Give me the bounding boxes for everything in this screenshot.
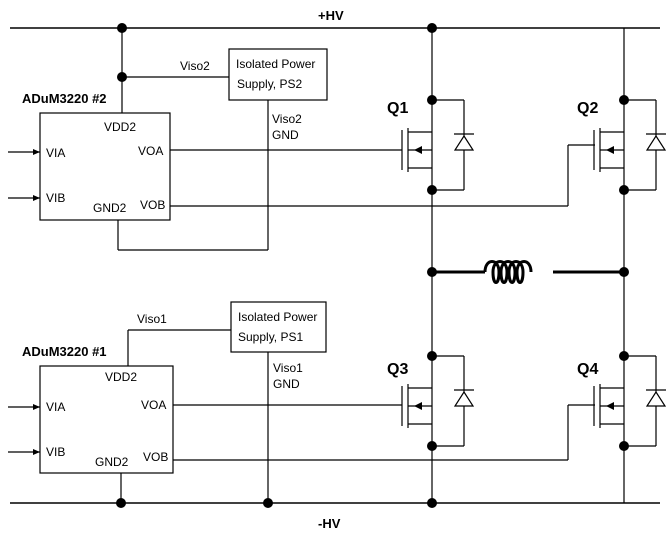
ps1-line1: Isolated Power <box>238 310 317 324</box>
driver-2-vdd: VDD2 <box>104 120 136 134</box>
isolated-power-supply-ps2 <box>228 48 328 101</box>
ps1-line2: Supply, PS1 <box>238 330 303 344</box>
driver-1-via: VIA <box>46 400 65 414</box>
driver-2-gnd: GND2 <box>93 201 127 215</box>
driver-1-gnd: GND2 <box>95 455 129 469</box>
driver-2-vib: VIB <box>46 191 65 205</box>
mosfet-q4 <box>593 355 667 447</box>
ps2-viso-label: Viso2 <box>180 59 210 73</box>
q2-label: Q2 <box>577 100 598 117</box>
q4-label: Q4 <box>577 361 598 378</box>
ps2-line2: Supply, PS2 <box>237 77 302 91</box>
ps2-viso-gnd-label-1: Viso2 <box>272 112 302 126</box>
mosfet-q2 <box>593 99 667 191</box>
driver-1-vib: VIB <box>46 445 65 459</box>
junction-dots <box>116 23 629 508</box>
negative-rail-label: -HV <box>318 516 341 531</box>
driver-2-voa: VOA <box>138 144 163 158</box>
ps1-viso-gnd-label-1: Viso1 <box>273 361 303 375</box>
driver-1-vob: VOB <box>143 450 168 464</box>
inductor <box>483 260 533 284</box>
q1-label: Q1 <box>387 100 408 117</box>
driver-1-voa: VOA <box>141 398 166 412</box>
ps1-viso-label: Viso1 <box>137 312 167 326</box>
driver-2-name: ADuM3220 #2 <box>22 91 107 106</box>
driver-adum3220-2 <box>39 112 171 221</box>
mosfet-q1 <box>401 99 475 191</box>
ps2-line1: Isolated Power <box>236 57 315 71</box>
isolated-power-supply-ps1 <box>230 301 327 353</box>
driver-2-via: VIA <box>46 146 65 160</box>
driver-1-name: ADuM3220 #1 <box>22 344 107 359</box>
driver-adum3220-1 <box>39 365 174 474</box>
driver-1-vdd: VDD2 <box>105 370 137 384</box>
positive-rail-label: +HV <box>318 8 344 23</box>
q3-label: Q3 <box>387 361 408 378</box>
ps2-viso-gnd-label-2: GND <box>272 128 299 142</box>
driver-2-vob: VOB <box>140 198 165 212</box>
ps1-viso-gnd-label-2: GND <box>273 377 300 391</box>
mosfet-q3 <box>401 355 475 447</box>
